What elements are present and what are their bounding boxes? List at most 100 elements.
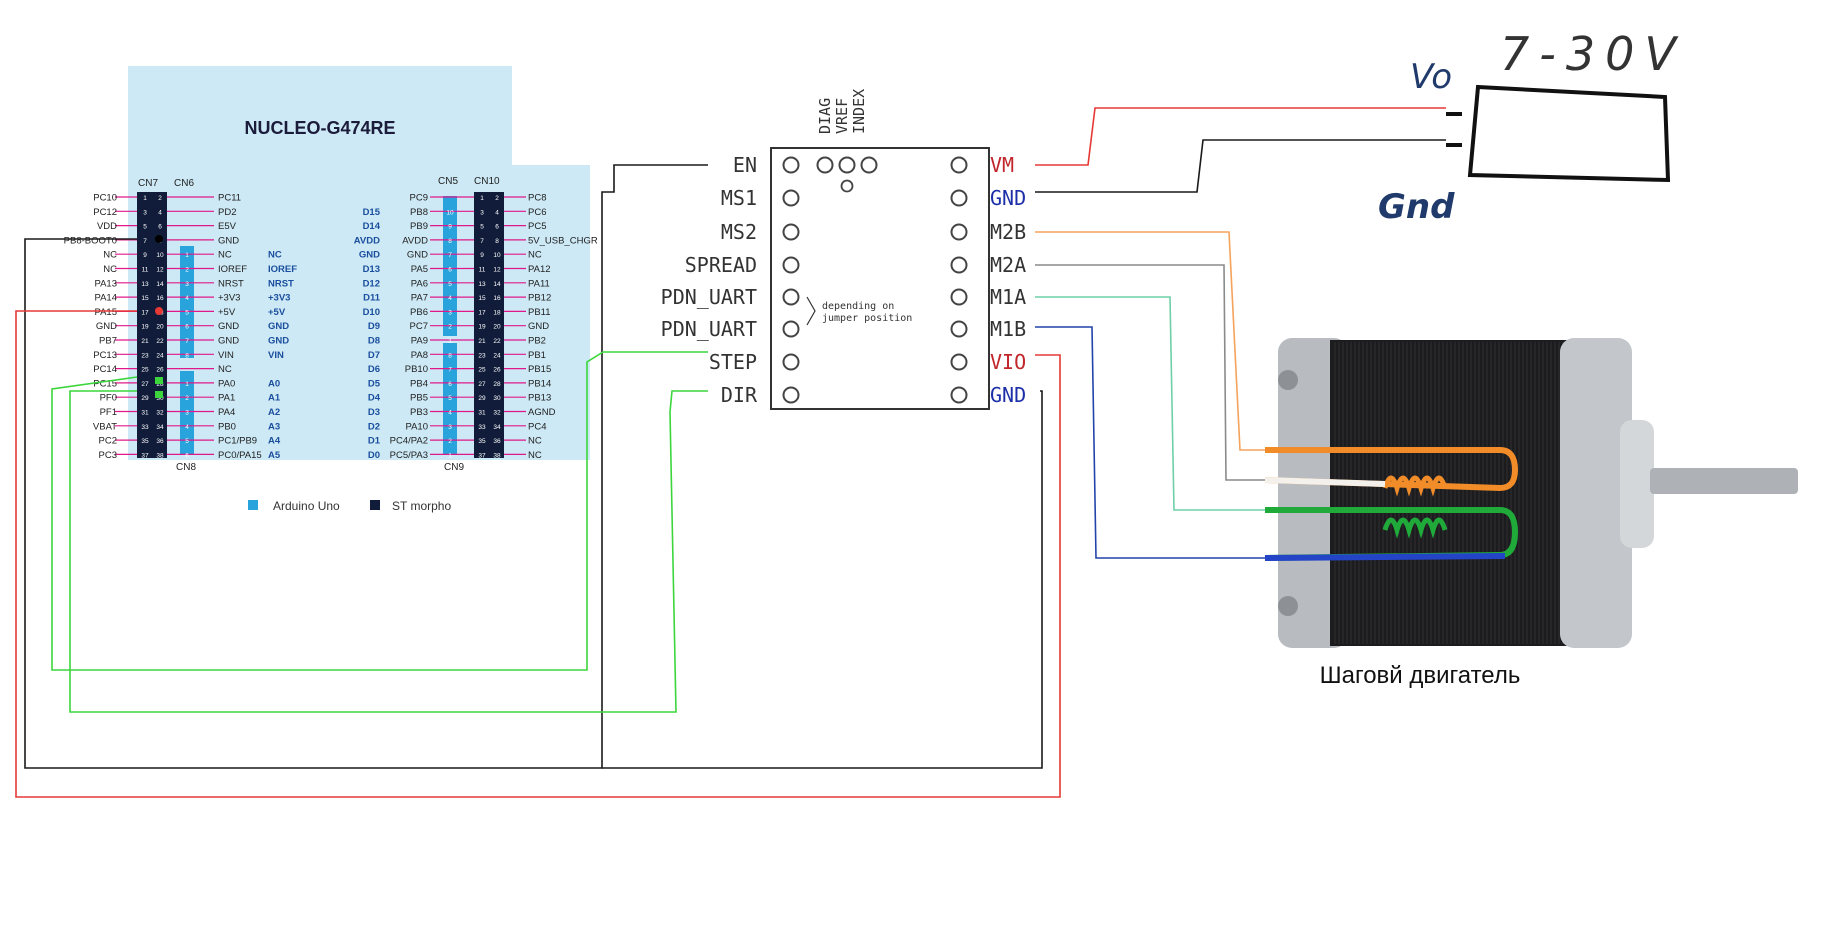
cn10-pin-number: 17	[478, 309, 486, 316]
driver-left-pin-hole	[782, 156, 800, 174]
wire-m1a-teal	[1035, 296, 1265, 511]
arduino-right-label: D11	[363, 293, 381, 304]
coil-b-winding	[1382, 475, 1448, 497]
cn8-label: CN8	[176, 462, 196, 473]
note-bracket	[806, 296, 816, 326]
driver-right-pin-label: GND	[990, 383, 1026, 407]
cn10-pin-label: PC5	[528, 221, 546, 232]
cn10-pin-number: 21	[478, 338, 486, 345]
cn7-pin-number: 15	[141, 295, 149, 302]
cn7-pin-number: 38	[156, 452, 164, 459]
arduino-right-label: D14	[363, 221, 381, 232]
cn7-pin-number: 30	[156, 395, 164, 402]
coil-a-lead-blue	[1264, 553, 1506, 561]
cn6-pin-label: GND	[218, 321, 239, 332]
cn6-pin-number: 3	[185, 281, 189, 288]
driver-left-pin-hole	[782, 256, 800, 274]
arduino-right-label: D8	[368, 336, 380, 347]
cn10-pin-number: 12	[493, 267, 501, 274]
cn6-pin-number: 2	[185, 267, 189, 274]
driver-right-pin-hole	[950, 256, 968, 274]
driver-right-pin-label: GND	[990, 186, 1026, 210]
cn10-pin-label: AGND	[528, 407, 556, 418]
cn5-pin-number: 5	[448, 395, 452, 402]
cn6-pin-label: +5V	[218, 307, 236, 318]
cn6-pin-label: PC0/PA15	[218, 450, 262, 461]
wire-m2a-gray	[1035, 264, 1265, 481]
cn7-pin-number: 29	[141, 395, 149, 402]
motor-shaft	[1650, 468, 1798, 494]
driver-left-pin-label: MS2	[721, 220, 757, 244]
cn10-pin-label: PC4	[528, 421, 546, 432]
arduino-right-label: D13	[363, 264, 380, 275]
arduino-left-label: VIN	[268, 350, 284, 361]
cn10-pin-number: 3	[480, 209, 484, 216]
cn6-label: CN6	[174, 178, 194, 189]
cn7-pin-number: 24	[156, 352, 164, 359]
cn7-header	[137, 192, 167, 458]
driver-note-line1: depending on	[822, 301, 894, 312]
cn7-pin-number: 25	[141, 367, 149, 374]
cn7-pin-label: PF0	[100, 393, 117, 404]
arduino-right-label: D5	[368, 378, 381, 389]
cn10-pin-label: PB13	[528, 393, 551, 404]
cn5-pin-label: PC4/PA2	[390, 436, 428, 447]
arduino-left-label: IOREF	[268, 264, 297, 275]
cn10-pin-label: PC8	[528, 193, 546, 204]
driver-left-pin-hole	[782, 320, 800, 338]
driver-left-pin-label: SPREAD	[685, 253, 757, 277]
cn6-pin-number: 6	[185, 452, 189, 459]
cn10-pin-label: PB1	[528, 350, 546, 361]
cn6-pin-label: PA1	[218, 393, 235, 404]
arduino-right-label: D3	[368, 407, 380, 418]
cn10-pin-number: 23	[478, 352, 486, 359]
cn6-pin-label: GND	[218, 336, 239, 347]
cn10-pin-label: 5V_USB_CHGR	[528, 235, 598, 246]
cn10-pin-number: 29	[478, 395, 486, 402]
cn10-pin-number: 13	[478, 281, 486, 288]
cn7-pin-number: 27	[141, 381, 149, 388]
cn7-pin-number: 33	[141, 424, 149, 431]
cn10-header	[474, 192, 504, 458]
cn7-pin-label: PC3	[99, 450, 117, 461]
driver-right-pin-label: M2B	[990, 220, 1026, 244]
cn7-pin-label: PA15	[94, 307, 117, 318]
cn7-pin-number: 16	[156, 295, 164, 302]
cn7-label: CN7	[138, 178, 158, 189]
driver-left-pin-hole	[782, 223, 800, 241]
cn10-pin-label: PB15	[528, 364, 551, 375]
cn10-pin-label: PB2	[528, 336, 546, 347]
driver-right-pin-hole	[950, 288, 968, 306]
driver-left-pin-hole	[782, 386, 800, 404]
cn10-pin-label: PA12	[528, 264, 551, 275]
cn10-pin-number: 20	[493, 324, 501, 331]
cn9-label: CN9	[444, 462, 464, 473]
legend-arduino-label: Arduino Uno	[273, 499, 340, 513]
cn5-pin-number: 3	[448, 309, 452, 316]
cn10-pin-number: 10	[493, 252, 501, 259]
cn6-pin-number: 1	[185, 252, 189, 259]
supply-gnd-label: Gnd	[1378, 187, 1455, 227]
cn7-pin-number: 2	[158, 195, 162, 202]
legend-morpho-swatch	[370, 500, 380, 510]
cn7-pin-label: PB7	[99, 336, 117, 347]
cn10-pin-number: 6	[495, 224, 499, 231]
board-pin-rows: PC1012PC1234VDD56PB8-BOOT078NC910NC1112P…	[64, 193, 598, 461]
cn10-pin-number: 32	[493, 410, 501, 417]
cn10-pin-label: PA11	[528, 278, 550, 289]
cn10-pin-number: 19	[478, 324, 486, 331]
cn10-pin-number: 18	[493, 309, 501, 316]
cn10-pin-number: 27	[478, 381, 486, 388]
cn10-pin-number: 31	[478, 410, 486, 417]
cn6-pin-number: 4	[185, 424, 189, 431]
supply-vo-label: Vo	[1410, 57, 1452, 97]
coil-b-outline	[1264, 447, 1519, 492]
cn5-pin-label: PC7	[410, 321, 428, 332]
cn6-pin-label: PA0	[218, 378, 235, 389]
cn5-pin-label: PB3	[410, 407, 428, 418]
driver-right-pin-label: VM	[990, 153, 1014, 177]
cn7-pin-label: GND	[96, 321, 117, 332]
cn7-pin-number: 22	[156, 338, 164, 345]
cn5-pin-number: 10	[446, 209, 454, 216]
